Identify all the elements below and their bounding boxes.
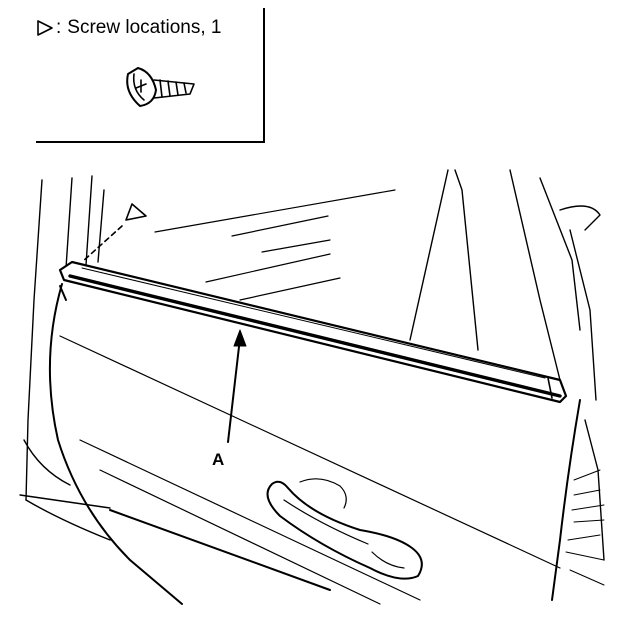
legend-caption-text: Screw locations, 1 <box>67 17 222 38</box>
legend-colon: : <box>56 17 62 38</box>
window-molding-strip <box>58 260 568 404</box>
legend-caption: : Screw locations, 1 <box>36 8 221 48</box>
hatching-lower-right <box>565 469 605 586</box>
b-pillar-outline <box>19 175 111 541</box>
door-frame-rear <box>409 169 605 561</box>
callout-a-arrow <box>227 329 247 443</box>
callout-a-label: A <box>212 450 225 469</box>
door-handle <box>266 478 423 580</box>
door-panel-outline <box>48 283 581 605</box>
screw-icon <box>126 67 195 107</box>
screw-location-pointer <box>81 203 147 263</box>
triangle-pointer-icon <box>37 20 53 36</box>
door-window-glass <box>154 189 396 301</box>
door-body-crease <box>59 335 561 605</box>
legend-box: : Screw locations, 1 <box>36 8 265 143</box>
